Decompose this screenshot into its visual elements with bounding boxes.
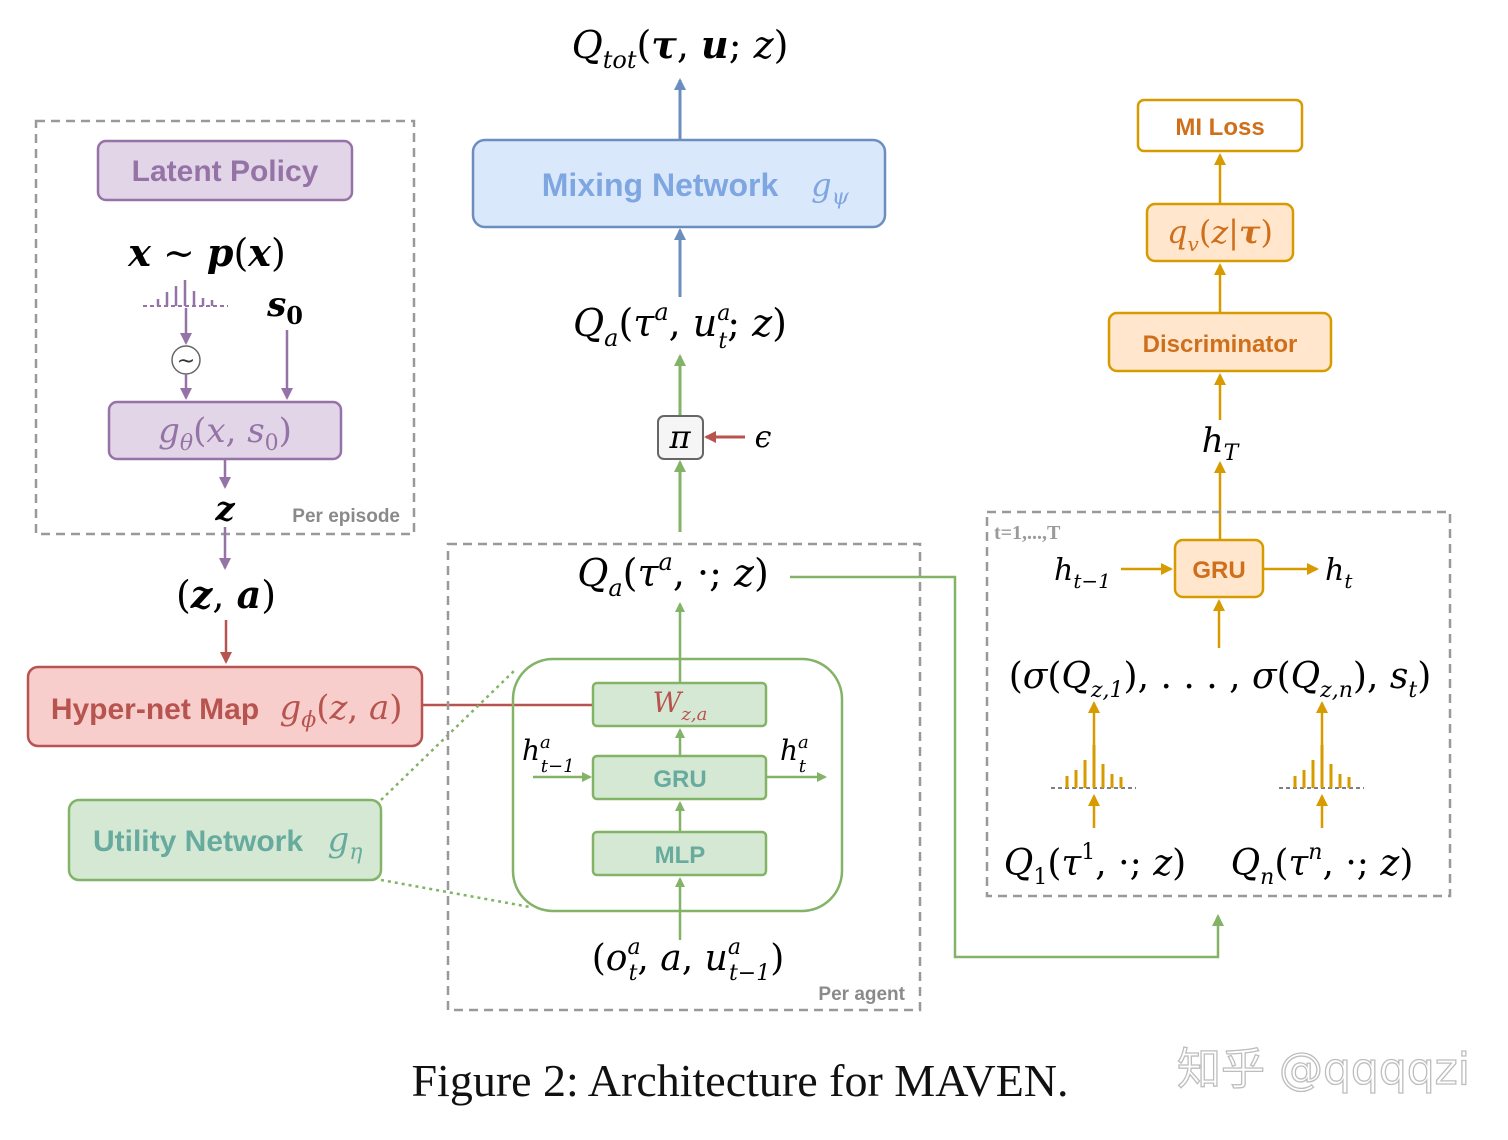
q-tot-label: Qtot(τ, u; z) bbox=[572, 22, 789, 74]
figure-caption: Figure 2: Architecture for MAVEN. bbox=[411, 1055, 1068, 1106]
w-box bbox=[591, 681, 768, 728]
pi-label: π bbox=[668, 418, 691, 456]
sigma-tuple-label: (σ(Qz,1), . . . , σ(Qz,n), st) bbox=[1009, 656, 1431, 703]
mlp-label: MLP bbox=[655, 842, 706, 869]
time-loop-label: t=1,...,T bbox=[994, 522, 1061, 544]
hypernet-box bbox=[26, 665, 424, 748]
disc-h-next-label: ht bbox=[1325, 553, 1353, 593]
sample-symbol: ~ bbox=[177, 349, 195, 374]
noise-histogram-icon bbox=[143, 280, 228, 307]
disc-h-prev-label: ht−1 bbox=[1054, 553, 1111, 593]
latent-policy-label: Latent Policy bbox=[132, 155, 319, 188]
per-episode-label: Per episode bbox=[292, 506, 400, 527]
g-theta-label: gθ(x, s0) bbox=[158, 411, 292, 456]
discriminator-label: Discriminator bbox=[1143, 331, 1298, 358]
epsilon-label: ϵ bbox=[755, 420, 772, 455]
histogram-1-icon bbox=[1051, 745, 1136, 789]
pi-box bbox=[657, 415, 704, 460]
prior-label: x ∼ p(x) bbox=[127, 230, 286, 275]
q-v-label: qv(z|τ) bbox=[1167, 213, 1273, 256]
hypernet-func: gϕ(z, a) bbox=[279, 688, 402, 733]
q1-label: Q1(τ1, ·; z) bbox=[1004, 840, 1186, 890]
za-label: (z, a) bbox=[176, 572, 276, 617]
utility-network-detail bbox=[511, 657, 844, 913]
mixing-network-box bbox=[471, 138, 887, 229]
utility-network-box bbox=[67, 798, 383, 882]
w-label: Wz,a bbox=[653, 686, 708, 725]
time-loop-panel bbox=[985, 510, 1452, 898]
histogram-n-icon bbox=[1279, 745, 1364, 789]
agent-gru-label: GRU bbox=[653, 766, 706, 793]
latent-policy-box bbox=[96, 139, 354, 202]
utility-network-label: Utility Network bbox=[93, 825, 303, 858]
mixing-network-label: Mixing Network bbox=[542, 167, 779, 203]
per-agent-label: Per agent bbox=[818, 984, 905, 1005]
mlp-box bbox=[591, 830, 768, 877]
utility-network-func: gη bbox=[328, 820, 363, 865]
s0-label: s0 bbox=[266, 285, 303, 330]
mi-loss-label: MI Loss bbox=[1175, 114, 1264, 141]
utility-zoom-line-bottom bbox=[380, 878, 531, 909]
mixing-network-func: gψ bbox=[811, 166, 849, 210]
mi-loss-box bbox=[1136, 98, 1304, 153]
q-v-box bbox=[1145, 202, 1295, 263]
z-label: z bbox=[214, 489, 235, 529]
hypernet-label: Hyper-net Map bbox=[51, 693, 259, 726]
q-to-discriminator-route bbox=[790, 575, 1224, 959]
discriminator-box bbox=[1107, 311, 1333, 373]
qn-label: Qn(τn, ·; z) bbox=[1231, 840, 1414, 890]
per-agent-panel bbox=[446, 542, 922, 1012]
watermark: 知乎 @qqqqzi bbox=[1177, 1044, 1470, 1095]
disc-gru-label: GRU bbox=[1192, 557, 1245, 584]
q-a-all-label: Qa(τa, ·; z) bbox=[577, 548, 769, 602]
h-T-label: hT bbox=[1202, 421, 1241, 466]
